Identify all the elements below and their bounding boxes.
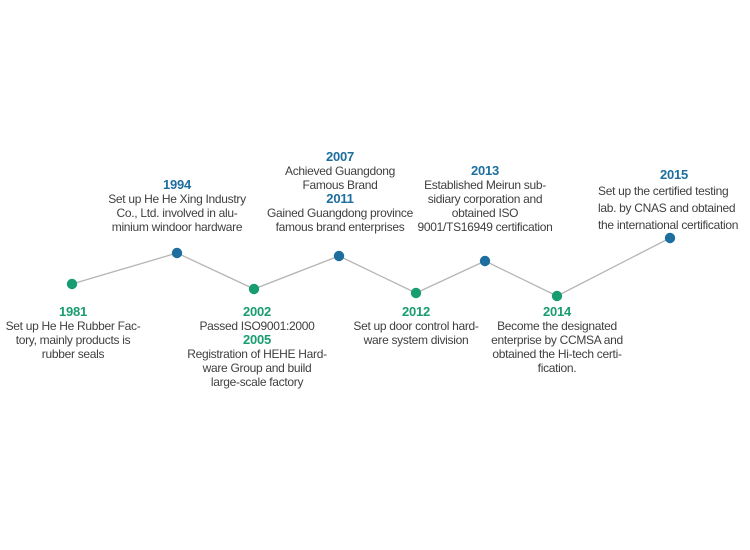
milestone-text-line: enterprise by CCMSA and	[491, 333, 623, 347]
milestone-text-line: obtained the Hi-tech certi-	[492, 347, 622, 361]
timeline-dot-1981	[66, 278, 78, 290]
milestone-text-line: Set up He He Xing Industry	[108, 192, 246, 206]
milestone-text-line: Set up door control hard-	[353, 319, 479, 333]
milestone-year-2015: 2015	[659, 167, 689, 182]
milestone-text-line: large-scale factory	[210, 375, 304, 389]
milestone-year-1981: 1981	[58, 304, 88, 319]
milestone-text-line: sidiary corporation and	[427, 192, 543, 206]
milestone-year-2013: 2013	[470, 163, 500, 178]
milestone-text-line: Achieved Guangdong	[284, 164, 396, 178]
timeline-dot-2012	[410, 287, 422, 299]
timeline-dot-2002-2005	[248, 283, 260, 295]
timeline-dot-2015	[664, 232, 676, 244]
milestone-text-line: fication.	[537, 361, 577, 375]
milestone-year-2011: 2011	[326, 191, 354, 206]
milestone-text-line: minium windoor hardware	[111, 220, 243, 234]
milestone-year-2012: 2012	[401, 304, 431, 319]
milestone-year-2014: 2014	[542, 304, 572, 319]
milestone-text-line: rubber seals	[41, 347, 105, 361]
milestone-text-line: Co., Ltd. involved in alu-	[116, 206, 238, 220]
milestone-text-line: Registration of HEHE Hard-	[187, 347, 327, 361]
milestone-year-1994: 1994	[162, 177, 192, 192]
milestone-text-line: the international certification	[598, 218, 739, 232]
timeline-dot-1994	[171, 247, 183, 259]
milestone-text-line: ware system division	[363, 333, 469, 347]
timeline-dot-2013	[479, 255, 491, 267]
milestone-text-line: famous brand enterprises	[275, 220, 405, 234]
milestone-text-line: Gained Guangdong province	[267, 206, 413, 220]
milestone-text-line: ware Group and build	[202, 361, 312, 375]
milestone-text-line: 9001/TS16949 certification	[417, 220, 553, 234]
timeline-connector-line	[71, 237, 671, 297]
milestone-text-line: Established Meirun sub-	[424, 178, 546, 192]
milestone-text-line: Famous Brand	[302, 178, 378, 192]
milestone-text-line: tory, mainly products is	[15, 333, 131, 347]
milestone-text-line: Become the designated	[497, 319, 617, 333]
milestone-text-line: lab. by CNAS and obtained	[598, 201, 736, 215]
milestone-year-2002: 2002	[242, 304, 272, 319]
milestone-text-line: obtained ISO	[451, 206, 519, 220]
timeline-dot-2007-2011	[333, 250, 345, 262]
milestone-text-line: Set up He He Rubber Fac-	[5, 319, 141, 333]
milestone-text-line: Passed ISO9001:2000	[199, 319, 315, 333]
milestone-text-line: Set up the certified testing	[598, 184, 729, 198]
timeline-dot-2014	[551, 290, 563, 302]
milestone-year-2007: 2007	[325, 149, 355, 164]
milestone-year-2005: 2005	[242, 332, 272, 347]
